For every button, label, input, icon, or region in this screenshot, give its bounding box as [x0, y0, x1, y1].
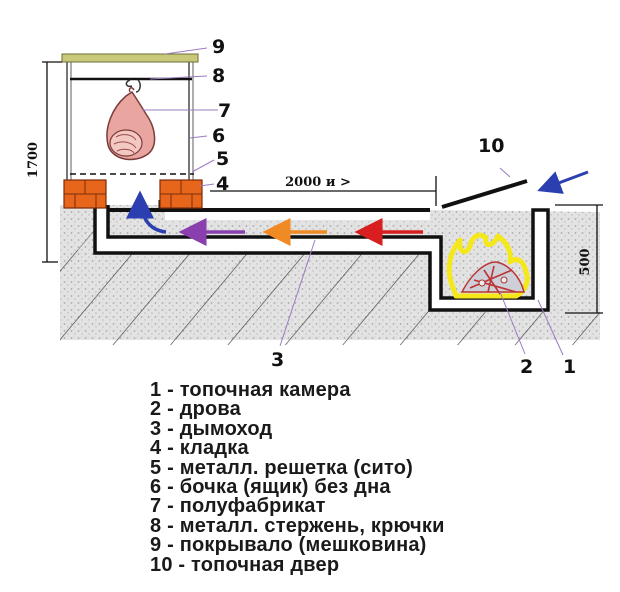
ground [60, 205, 600, 345]
cover-burlap [61, 53, 199, 63]
dimension-height-right: 500 [578, 248, 593, 275]
firewood [460, 261, 525, 295]
legend-item: 6 - бочка (ящик) без дна [150, 476, 391, 499]
legend-item: 2 - дрова [150, 398, 241, 421]
legend-item: 10 - топочная двер [150, 553, 340, 576]
legend-item: 8 - металл. стержень, крючки [150, 514, 445, 537]
fire-flames [446, 232, 530, 299]
legend-list: 1 - топочная камера 2 - дрова 3 - дымохо… [150, 379, 610, 576]
legend-item: 3 - дымоход [150, 417, 273, 440]
legend-item: 9 - покрывало (мешковина) [150, 534, 427, 557]
dimension-lines [42, 61, 603, 314]
callout-8: 8 [212, 65, 225, 87]
callout-6: 6 [212, 125, 225, 147]
brickwork [63, 179, 203, 209]
metal-rod [70, 77, 192, 93]
callout-3: 3 [271, 349, 284, 371]
dimension-length-top: 2000 и > [285, 175, 351, 190]
firebox-door [441, 179, 528, 209]
callout-4: 4 [216, 173, 229, 195]
callout-10: 10 [478, 135, 504, 157]
legend-item: 1 - топочная камера [150, 379, 351, 401]
legend-item: 7 - полуфабрикат [150, 495, 326, 518]
legend-item: 5 - металл. решетка (сито) [150, 456, 414, 479]
legend-item: 4 - кладка [150, 437, 249, 460]
callout-5: 5 [216, 148, 229, 170]
callout-9: 9 [212, 36, 225, 58]
dimension-height-left: 1700 [26, 142, 41, 178]
callout-2: 2 [520, 356, 533, 375]
leader-lines [142, 47, 564, 356]
ham-product [106, 87, 156, 161]
callout-7: 7 [218, 100, 231, 122]
callout-1: 1 [563, 356, 576, 375]
smokehouse-diagram: 1700 2000 и > 500 9 8 7 6 5 4 10 1 2 3 [26, 36, 603, 375]
smoke-flow-arrows [126, 170, 589, 246]
